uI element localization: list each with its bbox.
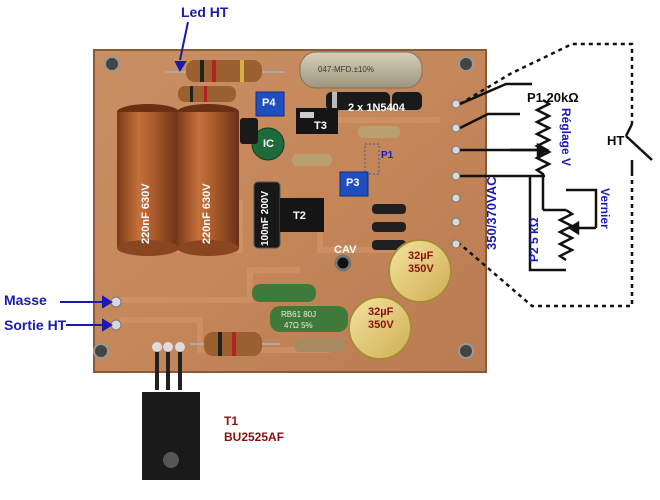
- resistor-small-2: [292, 154, 332, 166]
- capacitor-220nf-right: [177, 104, 239, 256]
- film-cap-text: 047-MFD.±10%: [318, 65, 374, 74]
- resistor-bottom: [190, 332, 280, 356]
- trimmer-p4: [255, 91, 285, 117]
- t1-part-label: BU2525AF: [224, 430, 285, 444]
- resistor-led: [165, 60, 285, 82]
- cav-connector: [334, 254, 352, 272]
- electrolytic-cap-2: [348, 296, 412, 360]
- res-text: RB61 80J: [281, 310, 316, 319]
- electrolytic-cap-1: [388, 239, 452, 303]
- cap-220nf-right-label: 220nF 630V: [201, 183, 213, 244]
- elco2-rating-label: 350V: [368, 319, 394, 331]
- elco1-value-label: 32µF: [408, 250, 434, 262]
- p1-jumper: [364, 143, 380, 175]
- film-capacitor: 047-MFD.±10%: [299, 51, 423, 89]
- ht-switch: [624, 123, 653, 172]
- p1-rating-label: P1 20kΩ: [527, 90, 579, 105]
- cap-100nf-label: 100nF 200V: [260, 190, 271, 246]
- p2-rating-label: P2 5 kΩ: [527, 217, 541, 262]
- sortie-ht-label: Sortie HT: [4, 317, 67, 333]
- diode-array: [372, 204, 406, 250]
- cap-220nf-left-label: 220nF 630V: [140, 183, 152, 244]
- reglage-v-label: Réglage V: [559, 108, 573, 167]
- p4-label: P4: [262, 97, 276, 109]
- resistor-green-1: [252, 284, 316, 302]
- masse-label: Masse: [4, 292, 47, 308]
- diode-1: [326, 92, 390, 110]
- t3-label: T3: [314, 120, 327, 132]
- led-ht-label: Led HT: [181, 4, 229, 20]
- resistor-small-1: [358, 126, 400, 138]
- capacitor-220nf-left: [117, 104, 179, 256]
- p3-label: P3: [346, 177, 360, 189]
- ht-switch-label: HT: [607, 133, 625, 148]
- resistor-bottom-2: [294, 338, 346, 352]
- right-terminals: [451, 99, 461, 249]
- diodes-label: 2 x 1N5404: [348, 102, 405, 114]
- trimmer-p3: [339, 171, 369, 197]
- diode-2: [392, 92, 422, 110]
- vac-label: 350/370VAC: [484, 176, 499, 250]
- annotation-arrows: [60, 21, 189, 332]
- elco1-rating-label: 350V: [408, 263, 434, 275]
- t2-label: T2: [293, 210, 306, 222]
- vernier-label: Vernier: [598, 188, 612, 229]
- ht-switch-dashed: [459, 42, 634, 308]
- transistor-t2: [280, 198, 324, 232]
- cav-label: CAV: [334, 244, 357, 256]
- res-text-2: 47Ω 5%: [284, 321, 313, 330]
- elco2-value-label: 32µF: [368, 306, 394, 318]
- mounting-holes: [93, 56, 474, 359]
- transistor-t1: [142, 342, 200, 480]
- t1-name-label: T1: [224, 414, 239, 428]
- ic-label: IC: [263, 138, 274, 150]
- pot-schematic: [459, 82, 598, 272]
- resistor-green-2: RB61 80J 47Ω 5%: [270, 306, 348, 332]
- resistor-led-2: [178, 86, 236, 102]
- p1-board-label: P1: [381, 150, 394, 161]
